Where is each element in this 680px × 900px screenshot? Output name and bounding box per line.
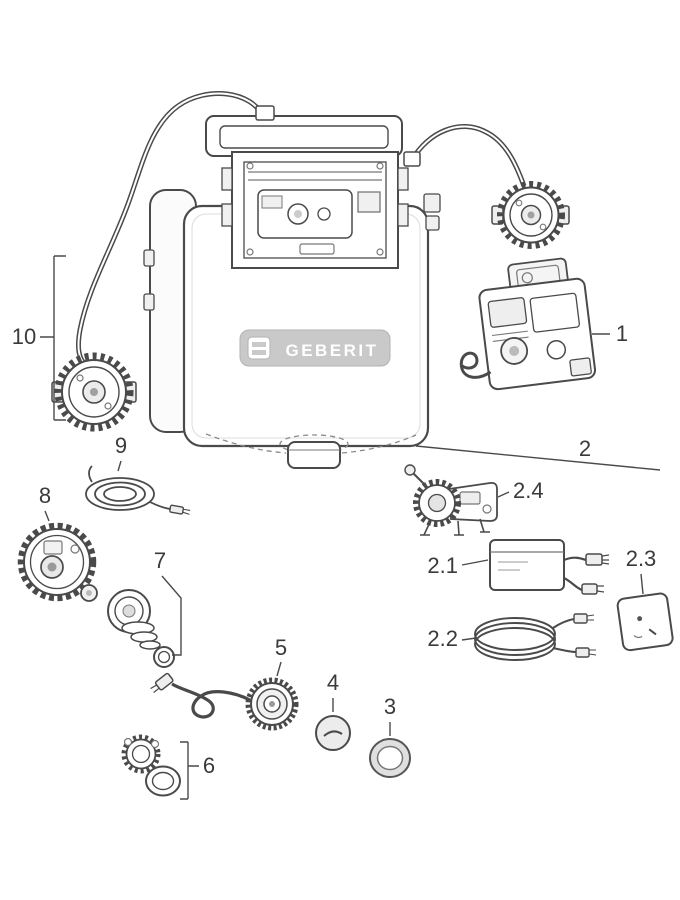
part-9-sensor-cable [85, 465, 191, 515]
callout-2-3: 2.3 [626, 546, 657, 595]
svg-text:6: 6 [203, 753, 215, 778]
part-4-button-cap [315, 715, 351, 751]
callout-1: 1 [592, 321, 628, 346]
callout-3: 3 [384, 694, 396, 736]
callout-7: 7 [154, 548, 182, 656]
cistern-assembly: GEBERIT [143, 105, 441, 469]
part-3-ring [369, 738, 411, 778]
junction-box-right [491, 181, 570, 249]
cable-gland-left [255, 105, 275, 121]
callout-2-4: 2.4 [497, 478, 544, 503]
cable-left [75, 91, 267, 369]
svg-text:1: 1 [616, 321, 628, 346]
callout-5: 5 [275, 635, 287, 677]
svg-text:5: 5 [275, 635, 287, 660]
callout-8: 8 [39, 483, 51, 522]
part-8-actuator [17, 522, 98, 602]
svg-text:7: 7 [154, 548, 166, 573]
part-2-3-cover-plate [616, 592, 674, 652]
brand-band: GEBERIT [239, 329, 391, 367]
brand-text: GEBERIT [285, 341, 378, 360]
cable-right [409, 124, 527, 187]
part-6-mounting-rings [121, 734, 181, 797]
part-1-control-unit [459, 257, 597, 391]
junction-box-left [51, 352, 137, 432]
svg-text:9: 9 [115, 433, 127, 458]
callout-10: 10 [12, 255, 66, 421]
callout-9: 9 [115, 433, 127, 472]
svg-text:2.2: 2.2 [427, 626, 458, 651]
part-2-1-power-supply [489, 539, 610, 595]
svg-text:2.1: 2.1 [427, 553, 458, 578]
callout-2: 2 [415, 436, 661, 471]
svg-text:3: 3 [384, 694, 396, 719]
svg-text:2.3: 2.3 [626, 546, 657, 571]
callout-4: 4 [327, 670, 339, 712]
callout-2-2: 2.2 [427, 626, 477, 651]
part-7-bellows [107, 589, 175, 668]
callout-6: 6 [180, 741, 215, 800]
part-2-2-cable-coil [474, 613, 597, 661]
control-module [246, 162, 384, 256]
cable-gland-right [403, 151, 421, 167]
svg-text:4: 4 [327, 670, 339, 695]
svg-text:2: 2 [579, 436, 591, 461]
tank-outlet [279, 434, 349, 469]
brand-logo [247, 336, 271, 360]
part-2-4-servo-motor [404, 464, 498, 536]
callout-2-1: 2.1 [427, 553, 489, 578]
svg-text:8: 8 [39, 483, 51, 508]
svg-text:2.4: 2.4 [513, 478, 544, 503]
part-5-pushbutton [150, 672, 299, 731]
svg-text:10: 10 [12, 324, 36, 349]
